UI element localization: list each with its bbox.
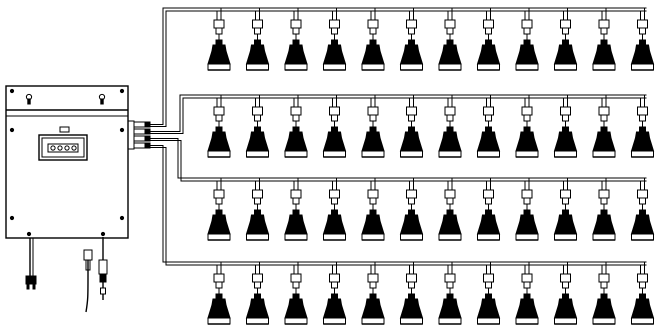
lamp-fixture	[245, 178, 270, 241]
lamp-fixture	[207, 95, 231, 158]
lamp-fixture	[322, 95, 347, 158]
panel-button	[71, 145, 77, 151]
lamp-fixture	[322, 262, 347, 325]
lamp-fixture	[438, 95, 462, 158]
lamp-fixture	[476, 262, 501, 325]
trunk-cable	[150, 94, 211, 134]
lamp-fixture	[438, 262, 462, 325]
power-plug-icon	[25, 275, 37, 290]
lamp-fixture	[361, 178, 385, 241]
lamp-fixture	[284, 8, 308, 71]
panel-button	[50, 145, 56, 151]
lamp-fixture	[245, 95, 270, 158]
lamp-fixture	[322, 8, 347, 71]
lamp-fixture	[515, 95, 539, 158]
screw	[119, 127, 125, 133]
lamp-fixture	[284, 178, 308, 241]
lamp-fixture	[207, 262, 231, 325]
lamp-fixture	[553, 8, 578, 71]
lamp-fixture	[322, 178, 347, 241]
output-connectors	[127, 120, 151, 150]
lamp-fixture	[476, 178, 501, 241]
lamp-fixture	[284, 262, 308, 325]
lamp-fixture	[553, 178, 578, 241]
lamp-fixture	[553, 95, 578, 158]
screw	[26, 231, 32, 237]
lamp-fixture	[476, 95, 501, 158]
lamp-fixture	[245, 8, 270, 71]
lamp-fixture	[207, 178, 231, 241]
lamp-fixture	[630, 95, 655, 158]
mounting-hole	[25, 93, 33, 105]
lamp-fixture	[438, 178, 462, 241]
power-cable	[25, 238, 37, 290]
lamp-fixture	[630, 262, 655, 325]
fixture-row	[207, 177, 655, 241]
lamp-fixture	[592, 95, 616, 158]
control-panel	[38, 126, 88, 161]
trunk-cable	[150, 138, 211, 182]
controller-box	[5, 85, 151, 239]
lamp-fixture	[592, 8, 616, 71]
screw	[119, 88, 125, 94]
fixture-row	[207, 94, 655, 158]
fixture-row	[207, 7, 655, 71]
lamp-fixture	[438, 8, 462, 71]
lamp-fixture	[361, 95, 385, 158]
trunk-cable	[150, 145, 211, 266]
lamp-fixture	[361, 262, 385, 325]
screw	[9, 88, 15, 94]
lamp-fixture	[592, 262, 616, 325]
screw	[100, 231, 106, 237]
lamp-fixture	[361, 8, 385, 71]
lamp-fixture	[399, 95, 424, 158]
screw	[119, 215, 125, 221]
panel-button	[64, 145, 70, 151]
screw	[9, 215, 15, 221]
lamp-fixture	[284, 95, 308, 158]
lamp-fixture	[399, 8, 424, 71]
fixture-row	[207, 261, 655, 325]
lamp-fixture	[515, 8, 539, 71]
lamp-fixture	[399, 178, 424, 241]
panel-button	[57, 145, 63, 151]
screw	[9, 127, 15, 133]
lamp-fixture	[630, 178, 655, 241]
lamp-fixture	[630, 8, 655, 71]
lamp-fixture	[399, 262, 424, 325]
lamp-fixture	[515, 262, 539, 325]
lamp-fixture	[245, 262, 270, 325]
lamp-fixture	[592, 178, 616, 241]
lamp-fixture	[553, 262, 578, 325]
signal-connector-icon	[98, 237, 108, 300]
lamp-fixture	[207, 8, 231, 71]
signal-cable	[83, 249, 93, 313]
lamp-fixture	[515, 178, 539, 241]
mounting-hole	[98, 93, 106, 105]
fixture-rows	[207, 7, 655, 325]
trunk-cable	[150, 7, 211, 127]
lamp-fixture	[476, 8, 501, 71]
trunk-cables	[150, 7, 211, 266]
